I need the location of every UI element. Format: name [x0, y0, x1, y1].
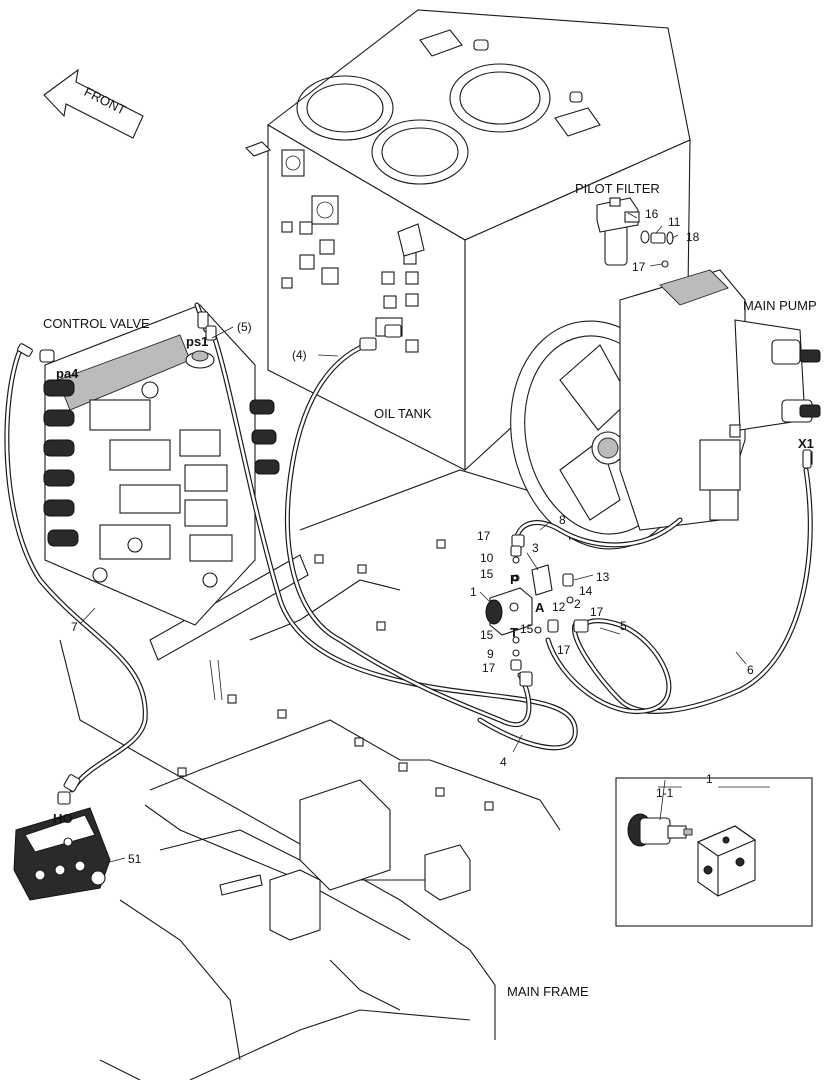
- port-ps1-label: ps1: [186, 334, 208, 349]
- port-t-label: T: [510, 625, 518, 640]
- port-ho-label: HO: [53, 811, 73, 826]
- leader-lines: [79, 212, 747, 865]
- detail-box: [615, 777, 813, 927]
- callout-1-1: 1-1: [656, 786, 674, 800]
- callout-2: 2: [574, 597, 581, 611]
- callout-15a: 15: [480, 567, 494, 581]
- port-p-label: P: [510, 572, 519, 587]
- main-pump: [510, 269, 821, 550]
- valve-spools: [43, 379, 280, 588]
- callout-17b: 17: [482, 661, 496, 675]
- front-arrow: FRONT: [43, 68, 144, 139]
- oil-tank-label: OIL TANK: [374, 406, 432, 421]
- hoses: [4, 302, 813, 793]
- control-valve-label: CONTROL VALVE: [43, 316, 150, 331]
- callout-14: 14: [579, 584, 593, 598]
- pilot-filter-label: PILOT FILTER: [575, 181, 660, 196]
- callout-3: 3: [532, 541, 539, 555]
- callout-12: 12: [552, 600, 566, 614]
- valve-body: [696, 825, 757, 897]
- callout-17e: 17: [632, 260, 646, 274]
- port-a-label: A: [535, 600, 545, 615]
- main-frame: [59, 469, 571, 1081]
- callout-5-ref: (5): [237, 320, 252, 334]
- main-pump-label: MAIN PUMP: [743, 298, 817, 313]
- callout-9: 9: [487, 647, 494, 661]
- pa4-port: [39, 349, 55, 363]
- main-frame-label: MAIN FRAME: [507, 984, 589, 999]
- callout-17d: 17: [557, 643, 571, 657]
- callout-1: 1: [470, 585, 477, 599]
- callout-51: 51: [128, 852, 142, 866]
- ho-block: [13, 807, 111, 901]
- callout-4: 4: [500, 755, 507, 769]
- callout-17a: 17: [477, 529, 491, 543]
- port-pa4-label: pa4: [56, 366, 79, 381]
- callout-17c: 17: [590, 605, 604, 619]
- ps1-port: [185, 350, 215, 369]
- callout-15c: 15: [520, 622, 534, 636]
- hose-fittings: [17, 311, 812, 805]
- callout-13: 13: [596, 570, 610, 584]
- callout-4-ref: (4): [292, 348, 307, 362]
- pilot-filter: [596, 197, 674, 268]
- tank-fittings: [245, 141, 425, 353]
- control-valve: [39, 304, 280, 626]
- callout-6: 6: [747, 663, 754, 677]
- callout-1-detail: 1: [706, 772, 713, 786]
- callout-7: 7: [71, 620, 78, 634]
- solenoid-valve: [627, 813, 693, 847]
- port-x1-label: X1: [798, 436, 814, 451]
- callout-18: 18: [686, 230, 700, 244]
- callout-10: 10: [480, 551, 494, 565]
- callout-15b: 15: [480, 628, 494, 642]
- callout-5: 5: [620, 619, 627, 633]
- callout-8: 8: [559, 513, 566, 527]
- callout-16: 16: [645, 207, 659, 221]
- callout-11: 11: [668, 215, 681, 229]
- pilot-valve-block: [485, 545, 574, 671]
